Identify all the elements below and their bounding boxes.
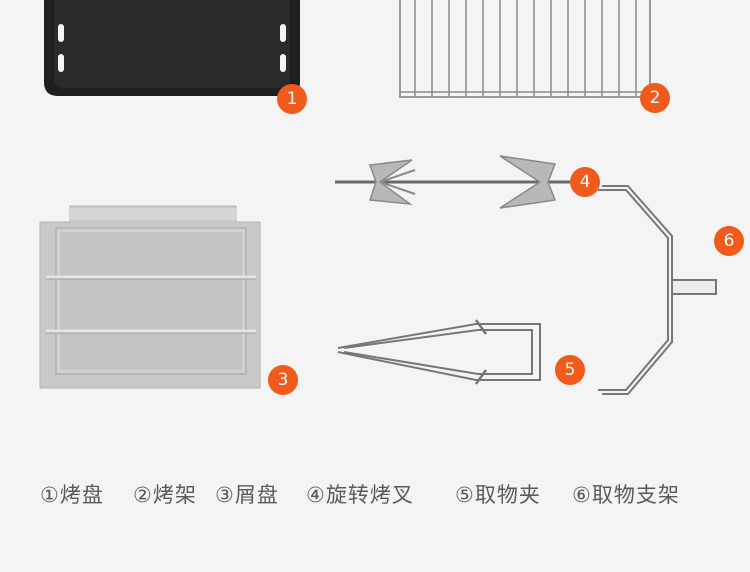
badge-1: 1 (277, 84, 307, 114)
badge-5: 5 (555, 355, 585, 385)
legend-item-6: ⑥取物支架 (572, 483, 680, 507)
legend-item-1: ①烤盘 (40, 483, 104, 507)
badge-4: 4 (570, 167, 600, 197)
rotisserie-spit (335, 155, 582, 209)
crumb-tray (39, 205, 261, 389)
legend: ①烤盘 ②烤架 ③屑盘 ④旋转烤叉 ⑤取物夹 ⑥取物支架 (0, 479, 750, 513)
baking-tray (44, 0, 300, 96)
legend-item-3: ③屑盘 (215, 483, 279, 507)
wire-rack (399, 0, 651, 98)
legend-item-2: ②烤架 (133, 483, 197, 507)
badge-3: 3 (268, 365, 298, 395)
legend-item-5: ⑤取物夹 (455, 483, 541, 507)
retrieval-holder (598, 185, 717, 395)
retrieval-tongs (337, 319, 541, 385)
badge-2: 2 (640, 83, 670, 113)
badge-6: 6 (714, 226, 744, 256)
legend-item-4: ④旋转烤叉 (306, 483, 414, 507)
